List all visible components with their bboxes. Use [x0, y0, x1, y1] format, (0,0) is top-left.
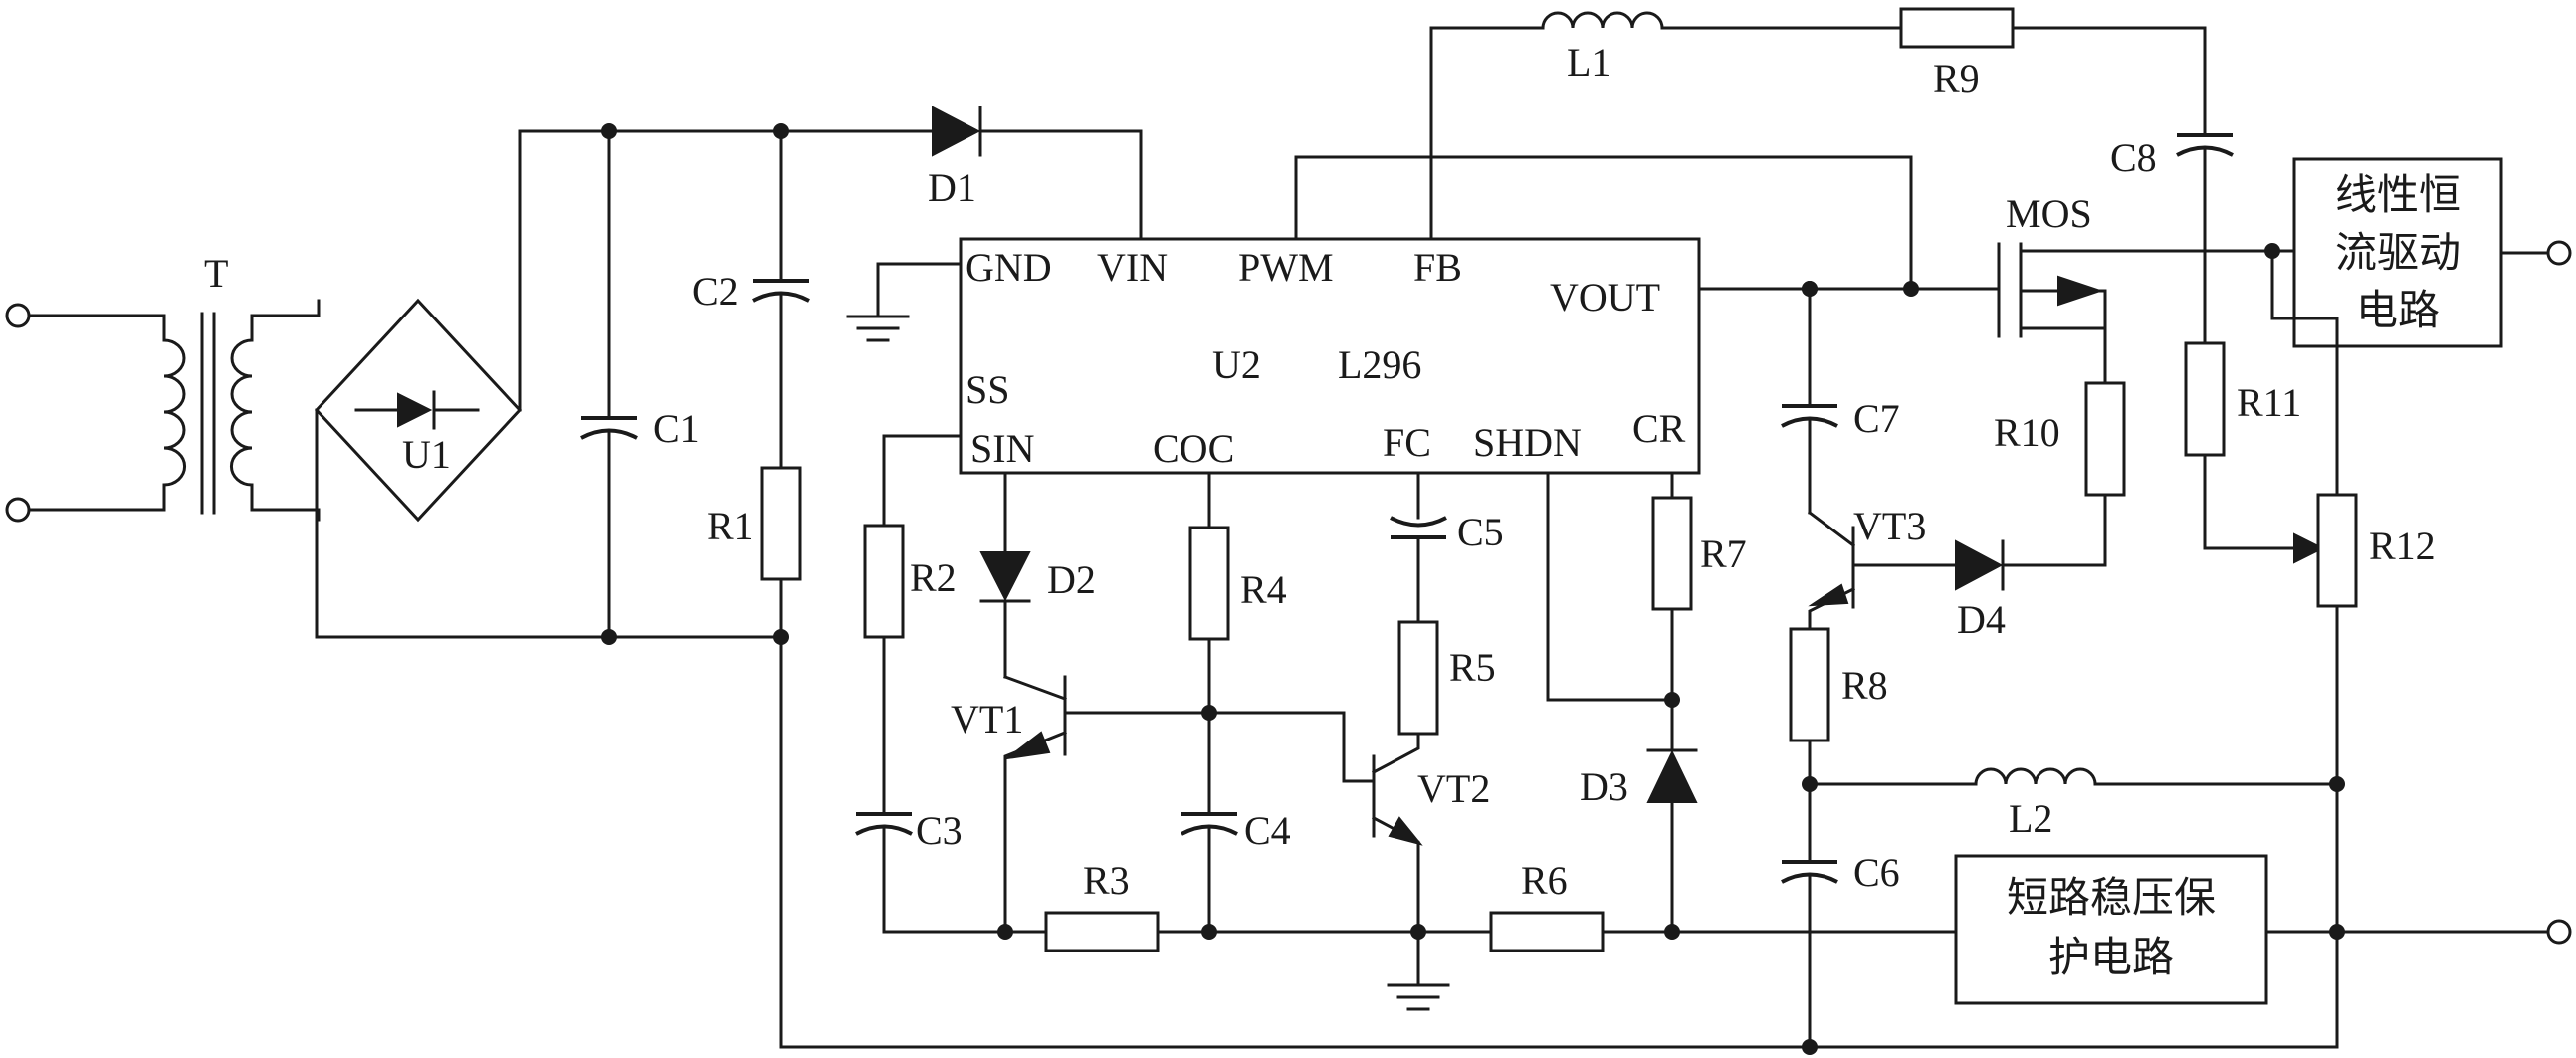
svg-text:D4: D4 — [1957, 597, 2006, 642]
resistor-r9: R9 — [1899, 7, 2207, 137]
potentiometer-r12: R12 — [2316, 493, 2436, 1049]
input-section: T — [5, 251, 321, 523]
capacitor-c5: C5 — [1390, 510, 1504, 624]
bridge-label: U1 — [402, 432, 451, 477]
resistor-r1: R1 — [707, 466, 802, 1049]
svg-text:C2: C2 — [692, 269, 739, 314]
svg-text:电路: 电路 — [2356, 286, 2440, 334]
svg-text:D3: D3 — [1580, 764, 1628, 809]
capacitor-c1: C1 — [580, 129, 700, 639]
svg-text:R11: R11 — [2237, 380, 2301, 425]
pin-coc: COC — [1153, 426, 1234, 471]
svg-text:VT3: VT3 — [1853, 504, 1926, 548]
capacitor-c7: C7 — [1781, 287, 1900, 515]
svg-text:MOS: MOS — [2006, 191, 2092, 236]
svg-text:L1: L1 — [1567, 40, 1610, 85]
inductor-l2: L2 — [1808, 767, 2339, 841]
mosfet-mos: MOS — [1997, 191, 2326, 385]
pin-fc: FC — [1383, 420, 1431, 465]
transformer-label: T — [204, 251, 228, 296]
svg-text:L2: L2 — [2009, 796, 2052, 841]
diode-d4: D4 — [1955, 539, 2040, 642]
pin-pwm: PWM — [1238, 245, 1334, 290]
svg-text:R2: R2 — [910, 555, 957, 600]
transformer-secondary-coil — [229, 338, 253, 487]
svg-text:C5: C5 — [1457, 510, 1504, 554]
transistor-vt1: VT1 — [951, 675, 1211, 934]
bridge-rectifier: U1 — [314, 129, 611, 639]
pin-shdn: SHDN — [1473, 420, 1582, 465]
output-terminal-top — [2546, 240, 2572, 266]
svg-text:线性恒: 线性恒 — [2335, 170, 2461, 219]
capacitor-c3: C3 — [855, 808, 1048, 934]
svg-text:R1: R1 — [707, 504, 753, 548]
pin-gnd: GND — [966, 245, 1052, 290]
capacitor-c4: C4 — [1181, 808, 1291, 934]
ground-symbol-gnd — [846, 262, 963, 342]
pin-vin: VIN — [1097, 245, 1168, 290]
ground-symbol-vt2 — [1387, 930, 1450, 1011]
pin-ss: SS — [966, 367, 1010, 412]
ic-u2: GND VIN PWM FB VOUT SS U2 L296 SIN COC F… — [959, 237, 1701, 475]
output-terminal-bottom — [2546, 919, 2572, 945]
capacitor-c6: C6 — [1781, 850, 1900, 1049]
svg-text:护电路: 护电路 — [2048, 933, 2174, 981]
svg-text:R10: R10 — [1994, 410, 2060, 455]
resistor-r6: R6 — [1416, 858, 1958, 952]
diode-d3: D3 — [1580, 748, 1698, 934]
svg-text:VT1: VT1 — [951, 697, 1023, 741]
svg-text:流驱动: 流驱动 — [2335, 228, 2461, 277]
pin-vout: VOUT — [1550, 275, 1660, 319]
svg-text:C6: C6 — [1853, 850, 1900, 895]
short-circuit-protection-block: 短路稳压保 护电路 — [1954, 854, 2572, 1005]
svg-text:R8: R8 — [1841, 663, 1888, 708]
resistor-r8: R8 — [1789, 627, 1888, 864]
svg-text:D2: D2 — [1047, 557, 1096, 602]
svg-text:C7: C7 — [1853, 396, 1900, 441]
input-terminal-bottom — [5, 497, 31, 523]
capacitor-c2: C2 — [692, 129, 810, 470]
resistor-r7: R7 — [1651, 496, 1747, 750]
pin-fb: FB — [1413, 245, 1462, 290]
inductor-l1: L1 — [1429, 11, 1903, 241]
svg-text:R4: R4 — [1240, 567, 1287, 612]
ic-ref: U2 — [1212, 342, 1261, 387]
svg-text:C4: C4 — [1244, 808, 1291, 853]
svg-text:C8: C8 — [2110, 135, 2157, 180]
resistor-r11: R11 — [2184, 341, 2325, 564]
svg-text:C1: C1 — [653, 406, 700, 451]
pin-sin: SIN — [970, 426, 1034, 471]
svg-text:R6: R6 — [1521, 858, 1568, 903]
capacitor-c8: C8 — [2110, 133, 2234, 345]
diode-d2: D2 — [979, 471, 1096, 679]
transformer-primary-coil — [163, 338, 187, 487]
resistor-r5: R5 — [1397, 620, 1496, 736]
ic-part: L296 — [1338, 342, 1421, 387]
input-terminal-top — [5, 303, 31, 328]
transistor-vt3: VT3 — [1807, 504, 1958, 631]
resistor-r10: R10 — [1994, 381, 2126, 567]
svg-text:VT2: VT2 — [1417, 766, 1490, 811]
svg-text:R5: R5 — [1449, 645, 1496, 690]
resistor-r4: R4 — [1188, 526, 1287, 816]
resistor-r3: R3 — [1003, 858, 1420, 952]
svg-text:R7: R7 — [1700, 531, 1747, 576]
resistor-r2: R2 — [863, 524, 957, 816]
svg-text:R12: R12 — [2369, 524, 2436, 568]
svg-text:短路稳压保: 短路稳压保 — [2007, 873, 2216, 922]
svg-text:D1: D1 — [928, 165, 976, 210]
svg-text:R3: R3 — [1083, 858, 1130, 903]
diode-d1: D1 — [779, 106, 1143, 241]
pin-cr: CR — [1632, 406, 1686, 451]
svg-text:R9: R9 — [1933, 56, 1980, 101]
linear-constant-current-driver-block: 线性恒 流驱动 电路 — [2292, 157, 2572, 348]
svg-text:C3: C3 — [916, 808, 963, 853]
